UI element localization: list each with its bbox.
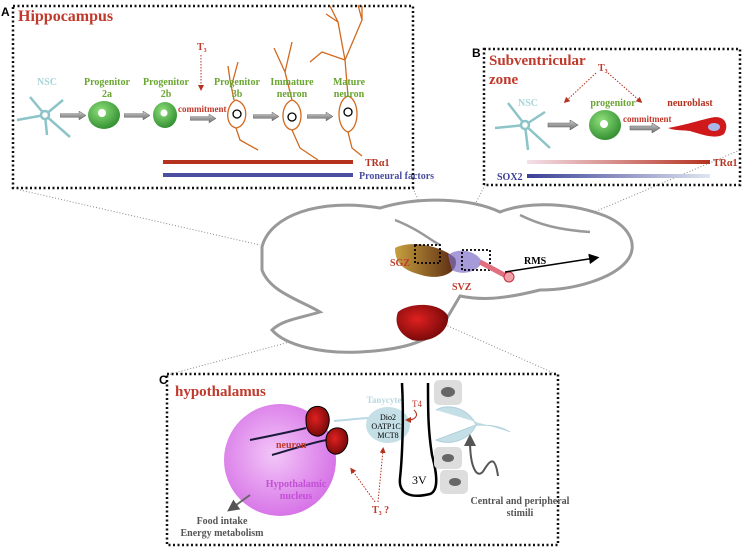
label-neuroblast: neuroblast bbox=[667, 98, 713, 109]
arrow-icon bbox=[60, 111, 86, 120]
nsc-cell-icon bbox=[494, 102, 551, 151]
progenitor-2b-icon bbox=[153, 102, 177, 128]
rms-label: RMS bbox=[524, 256, 547, 267]
tanycyte-label: Tanycyte bbox=[367, 395, 402, 405]
energy-metabolism-label: Energy metabolism bbox=[180, 528, 264, 539]
neuron-label: neuron bbox=[276, 440, 307, 451]
label-nsc: NSC bbox=[37, 77, 57, 88]
immature-neuron-icon bbox=[273, 41, 319, 161]
arrow-icon bbox=[547, 120, 579, 130]
panel-b-frame bbox=[482, 47, 742, 187]
label-prog2b-2: 2b bbox=[161, 89, 172, 100]
mct8-label: MCT8 bbox=[377, 431, 398, 440]
panel-b-title-1: Subventricular bbox=[489, 53, 586, 69]
arrow-icon bbox=[190, 114, 216, 123]
oatp1c1-label: OATP1C1 bbox=[371, 422, 404, 431]
tr-alpha1-label: TRα1 bbox=[365, 158, 389, 169]
hypothalamus-region bbox=[396, 304, 449, 341]
dio2-label: Dio2 bbox=[380, 413, 396, 422]
label-mature-2: neuron bbox=[334, 89, 365, 100]
panel-b-letter: B bbox=[472, 46, 481, 60]
label-mature-1: Mature bbox=[333, 77, 366, 88]
svz-zoom-box bbox=[461, 249, 491, 271]
arrow-icon bbox=[124, 111, 150, 120]
tanycyte-cell bbox=[366, 407, 410, 443]
progenitor-2a-icon bbox=[88, 101, 120, 129]
panel-c-hypothalamus: C hypothalamus neuron Hypothalamic nucle… bbox=[159, 372, 570, 547]
nucleus-label-2: nucleus bbox=[280, 491, 312, 502]
label-prog2b-1: Progenitor bbox=[143, 77, 189, 88]
panel-c-frame bbox=[165, 372, 560, 547]
arrow-icon bbox=[307, 112, 333, 121]
tr-alpha1-bar bbox=[163, 160, 353, 164]
stimuli-arrow bbox=[464, 434, 499, 477]
t3-arrow-to-tanycyte bbox=[377, 447, 386, 503]
arrow-icon bbox=[253, 112, 279, 121]
progenitor-3b-icon bbox=[227, 61, 259, 151]
sox2-label: SOX2 bbox=[497, 172, 523, 183]
label-prog2a-2: 2a bbox=[102, 89, 112, 100]
brain-sagittal-outline: SGZ SVZ RMS bbox=[260, 198, 634, 354]
svz-label: SVZ bbox=[452, 282, 472, 293]
proneural-bar bbox=[163, 173, 353, 177]
panel-b-title-2: zone bbox=[489, 72, 519, 88]
neuron-cell-icon bbox=[305, 405, 330, 437]
t3-question-label: T3 ? bbox=[372, 505, 389, 517]
commitment-label: commitment bbox=[178, 104, 226, 114]
neuron-cell-icon bbox=[325, 427, 349, 455]
progenitor-icon bbox=[589, 110, 621, 140]
tr-alpha1-gradient-bar bbox=[527, 160, 710, 164]
label-prog3b-2: 3b bbox=[232, 89, 243, 100]
neuroblast-icon bbox=[668, 117, 727, 137]
t3-arrow-left bbox=[563, 72, 597, 104]
ependymal-cells bbox=[434, 380, 511, 494]
panel-a-frame bbox=[11, 4, 415, 190]
food-intake-label: Food intake bbox=[197, 516, 248, 527]
proneural-label: Proneural factors bbox=[359, 171, 434, 182]
panel-a-letter: A bbox=[1, 5, 10, 19]
nucleus-label-1: Hypothalamic bbox=[266, 479, 327, 490]
hypothalamic-nucleus bbox=[224, 404, 336, 516]
label-prog2a-1: Progenitor bbox=[84, 77, 130, 88]
stimuli-label-2: stimili bbox=[507, 508, 534, 519]
sox2-gradient-bar bbox=[527, 174, 710, 178]
label-nsc-b: NSC bbox=[518, 98, 538, 109]
arrow-icon bbox=[629, 123, 661, 133]
t3-label-b: T3 bbox=[598, 63, 608, 75]
sgz-zoom-box bbox=[414, 244, 441, 264]
t3-label: T3 bbox=[197, 42, 207, 54]
label-progenitor-b: progenitor bbox=[590, 98, 636, 109]
t4-label: T4 bbox=[412, 399, 422, 409]
label-immature-1: Immature bbox=[270, 77, 314, 88]
nsc-cell-icon bbox=[16, 96, 71, 138]
label-prog3b-1: Progenitor bbox=[214, 77, 260, 88]
panel-b-svz: B Subventricular zone T3 NSC progenitor … bbox=[472, 46, 742, 187]
sgz-label: SGZ bbox=[390, 258, 410, 269]
panel-c-letter: C bbox=[159, 373, 168, 387]
mature-neuron-icon bbox=[309, 4, 363, 157]
tr-alpha1-label-b: TRα1 bbox=[713, 158, 737, 169]
commitment-label-b: commitment bbox=[623, 114, 671, 124]
rms-arrow bbox=[504, 253, 600, 273]
t4-arrow bbox=[405, 409, 417, 423]
panel-a-title: Hippocampus bbox=[18, 8, 113, 25]
stimuli-label-1: Central and peripheral bbox=[471, 496, 570, 507]
panel-c-title: hypothalamus bbox=[175, 384, 266, 400]
third-ventricle-label: 3V bbox=[412, 473, 427, 487]
third-ventricle-outline bbox=[398, 382, 438, 497]
t3-arrow-right bbox=[607, 72, 643, 103]
panel-a-hippocampus: A Hippocampus NSC Progenitor 2a Progenit… bbox=[1, 4, 434, 190]
output-arrow bbox=[227, 494, 251, 512]
label-immature-2: neuron bbox=[277, 89, 308, 100]
t3-arrow-to-nucleus bbox=[350, 467, 376, 503]
svz-region bbox=[448, 250, 482, 273]
